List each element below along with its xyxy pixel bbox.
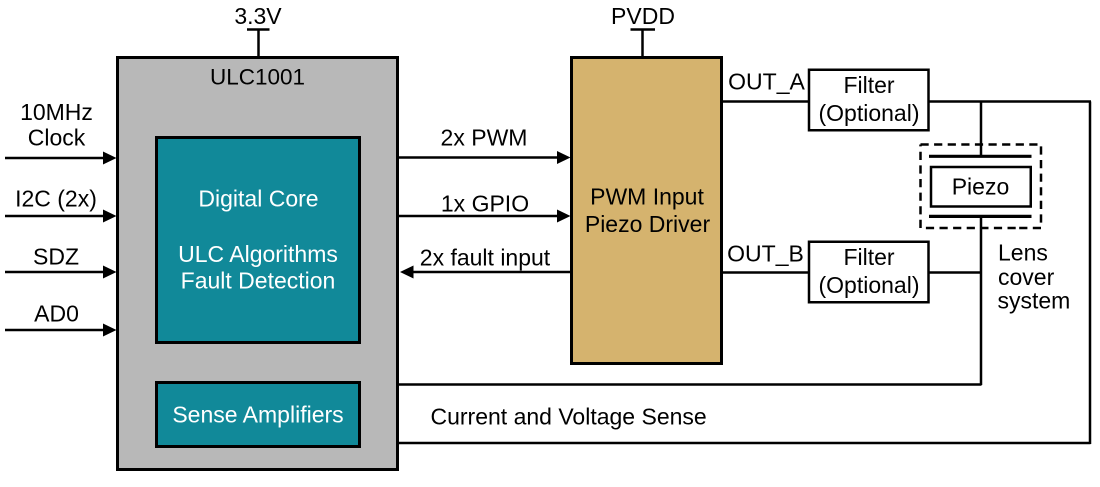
svg-text:10MHz: 10MHz [20,99,93,125]
svg-text:PWM Input: PWM Input [590,184,704,210]
svg-text:2x fault input: 2x fault input [420,245,551,271]
svg-text:Digital Core: Digital Core [198,186,318,212]
svg-text:(Optional): (Optional) [819,272,920,298]
svg-text:Lens: Lens [998,240,1048,266]
svg-text:ULC Algorithms: ULC Algorithms [178,241,338,267]
svg-text:ULC1001: ULC1001 [210,65,305,90]
svg-text:OUT_B: OUT_B [727,241,804,267]
svg-text:AD0: AD0 [34,301,79,327]
svg-text:I2C (2x): I2C (2x) [15,186,97,212]
svg-text:Filter: Filter [843,72,894,98]
svg-text:(Optional): (Optional) [819,100,920,126]
svg-text:1x GPIO: 1x GPIO [441,191,529,217]
svg-text:Piezo Driver: Piezo Driver [585,211,711,237]
svg-text:cover: cover [998,264,1055,290]
svg-text:Filter: Filter [843,244,894,270]
svg-text:Clock: Clock [28,125,86,151]
svg-text:3.3V: 3.3V [234,3,282,29]
svg-text:Sense Amplifiers: Sense Amplifiers [172,402,343,428]
svg-text:OUT_A: OUT_A [728,69,805,95]
svg-text:SDZ: SDZ [33,244,79,270]
svg-text:system: system [998,288,1071,314]
svg-text:PVDD: PVDD [611,3,675,29]
svg-text:Piezo: Piezo [952,174,1010,200]
svg-text:Fault Detection: Fault Detection [181,268,336,294]
svg-text:2x PWM: 2x PWM [441,125,528,151]
svg-text:Current and Voltage Sense: Current and Voltage Sense [431,404,707,430]
